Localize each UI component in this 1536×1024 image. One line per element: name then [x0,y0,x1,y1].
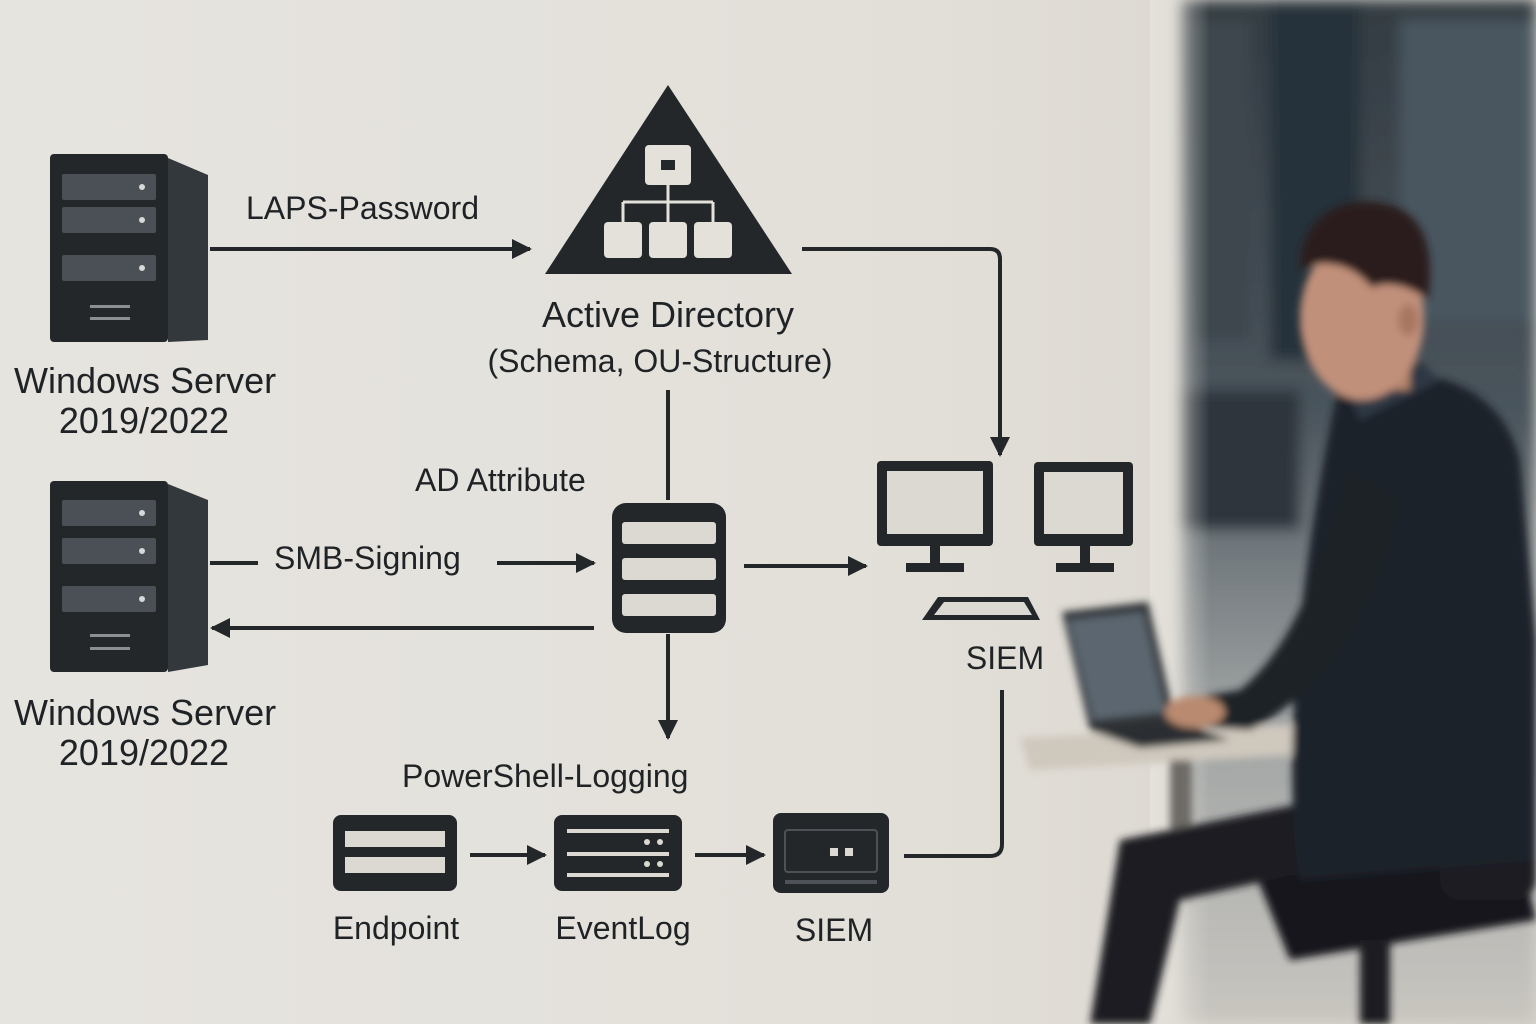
database-stack-icon [612,503,726,633]
server-top-label-line2: 2019/2022 [58,400,230,441]
siem-top-label: SIEM [965,640,1045,676]
server-top-label-line1: Windows Server [14,360,277,401]
directory-hierarchy-icon [545,85,792,274]
server-bottom-label-line2: 2019/2022 [58,732,230,773]
person-at-laptop [1020,201,1536,1024]
siem-appliance-icon [773,813,889,893]
laps-password-label: LAPS-Password [246,190,479,226]
ad-title-label: Active Directory [541,294,795,335]
smb-signing-label: SMB-Signing [274,540,461,576]
endpoint-label: Endpoint [332,910,460,946]
keyboard-icon [922,597,1040,620]
diagram [50,85,1133,893]
powershell-logging-label: PowerShell-Logging [402,758,689,794]
connectors [210,239,1010,865]
desktop-monitor-icon [877,461,1133,572]
ad-attribute-label: AD Attribute [415,462,586,498]
server-bottom-label-line1: Windows Server [14,692,277,733]
ad-subtitle-label: (Schema, OU-Structure) [487,343,833,379]
siem-bottom-label: SIEM [794,912,874,948]
eventlog-icon [554,815,682,891]
endpoint-icon [333,815,457,891]
eventlog-label: EventLog [555,910,691,946]
server-tower-bottom-icon [50,481,208,672]
server-tower-top-icon [50,154,208,342]
